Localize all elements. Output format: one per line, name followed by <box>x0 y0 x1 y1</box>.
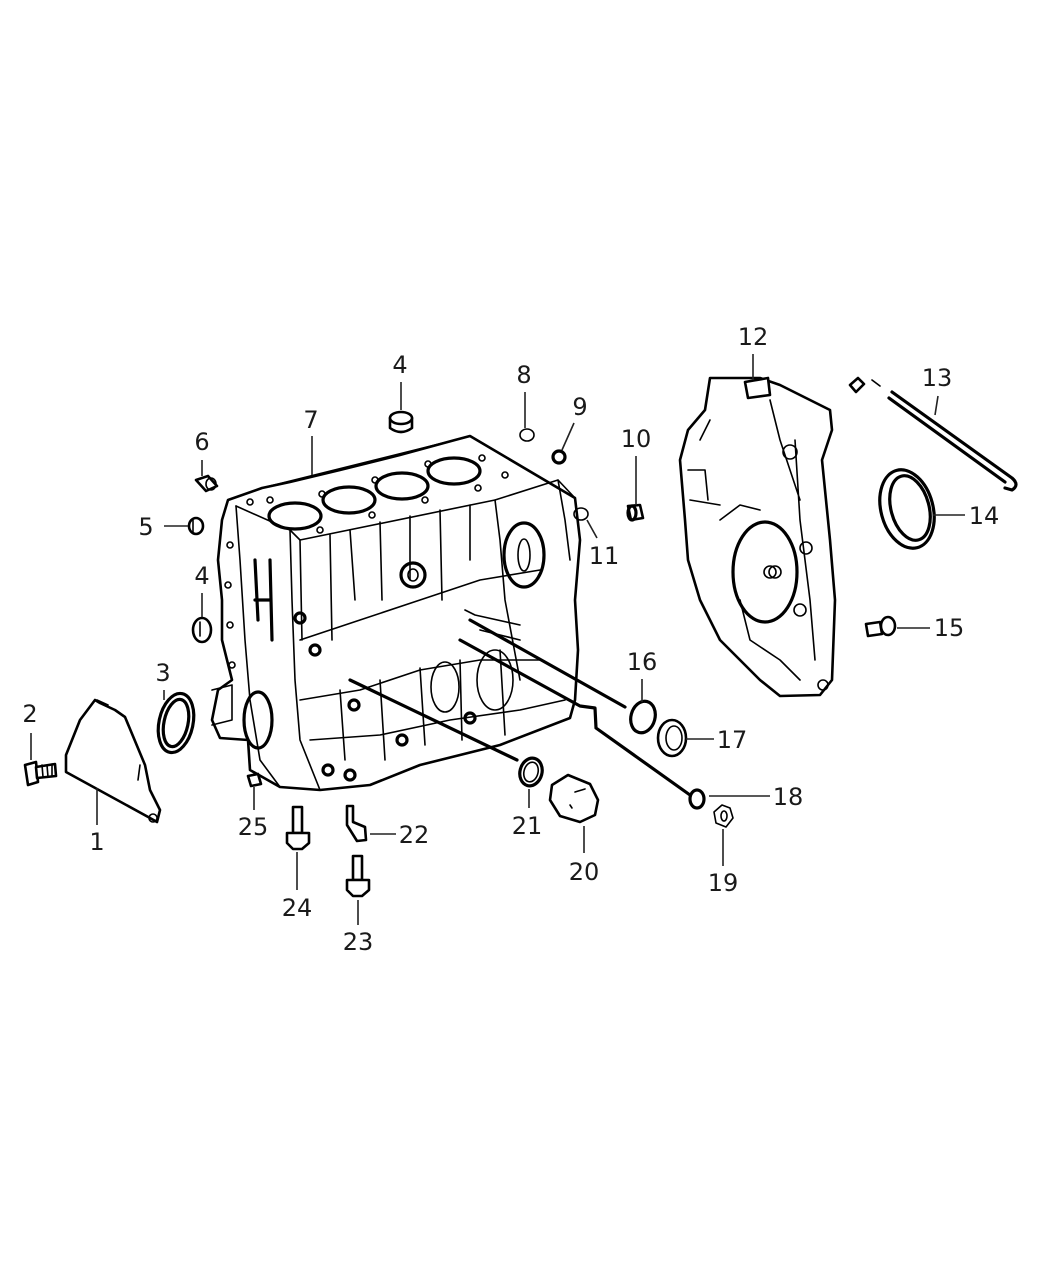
callout-16: 16 <box>627 648 658 676</box>
leader-lines <box>30 354 965 925</box>
callout-18: 18 <box>773 783 804 811</box>
part-24-bolt <box>285 805 311 851</box>
callout-10: 10 <box>621 425 652 453</box>
callout-13: 13 <box>922 364 953 392</box>
part-20-oil-filter <box>548 773 600 824</box>
part-15-bolt <box>864 615 897 638</box>
callout-6: 6 <box>194 428 209 456</box>
callout-8: 8 <box>516 361 531 389</box>
part-6-plug <box>194 474 219 493</box>
callout-25: 25 <box>238 813 269 841</box>
part-3-seal <box>156 691 196 755</box>
part-4-plug-side <box>191 616 213 644</box>
callout-15: 15 <box>934 614 965 642</box>
callout-17: 17 <box>717 726 748 754</box>
part-18-washer <box>688 788 706 810</box>
part-23-bolt <box>345 854 371 898</box>
part-2-bolt <box>23 760 58 787</box>
callout-2: 2 <box>22 700 37 728</box>
callout-9: 9 <box>572 393 587 421</box>
part-10-plug <box>626 503 645 522</box>
part-16-o-ring <box>629 699 657 735</box>
part-14-seal-ring <box>878 468 936 550</box>
callout-20: 20 <box>569 858 600 886</box>
callout-14: 14 <box>969 502 1000 530</box>
part-11-plug <box>573 507 589 521</box>
part-8-plug <box>519 428 535 442</box>
part-22-jet <box>345 804 368 843</box>
callout-22: 22 <box>399 821 430 849</box>
part-25-plug <box>246 772 263 788</box>
callout-23: 23 <box>343 928 374 956</box>
part-17-cap <box>656 718 688 758</box>
callout-5: 5 <box>138 513 153 541</box>
callout-labels: 1 2 3 4 4 5 6 7 8 9 10 11 12 13 14 15 16… <box>22 323 999 956</box>
part-13-tube <box>848 376 1018 492</box>
callout-12: 12 <box>738 323 769 351</box>
callout-4a: 4 <box>392 351 407 379</box>
callout-19: 19 <box>708 869 739 897</box>
part-19-nut <box>713 804 734 828</box>
part-5-plug <box>187 516 205 536</box>
part-9-washer <box>551 449 567 465</box>
part-21-o-ring <box>518 756 544 788</box>
part-1-cover-plate <box>64 698 162 824</box>
callout-7: 7 <box>303 406 318 434</box>
callout-21: 21 <box>512 812 543 840</box>
callout-11: 11 <box>589 542 620 570</box>
part-4-plug-top <box>388 410 414 434</box>
callout-3: 3 <box>155 659 170 687</box>
part-7-cylinder-block <box>210 434 582 792</box>
part-12-rear-cover <box>678 376 837 698</box>
callout-1: 1 <box>89 828 104 856</box>
callout-4b: 4 <box>194 562 209 590</box>
callout-24: 24 <box>282 894 313 922</box>
